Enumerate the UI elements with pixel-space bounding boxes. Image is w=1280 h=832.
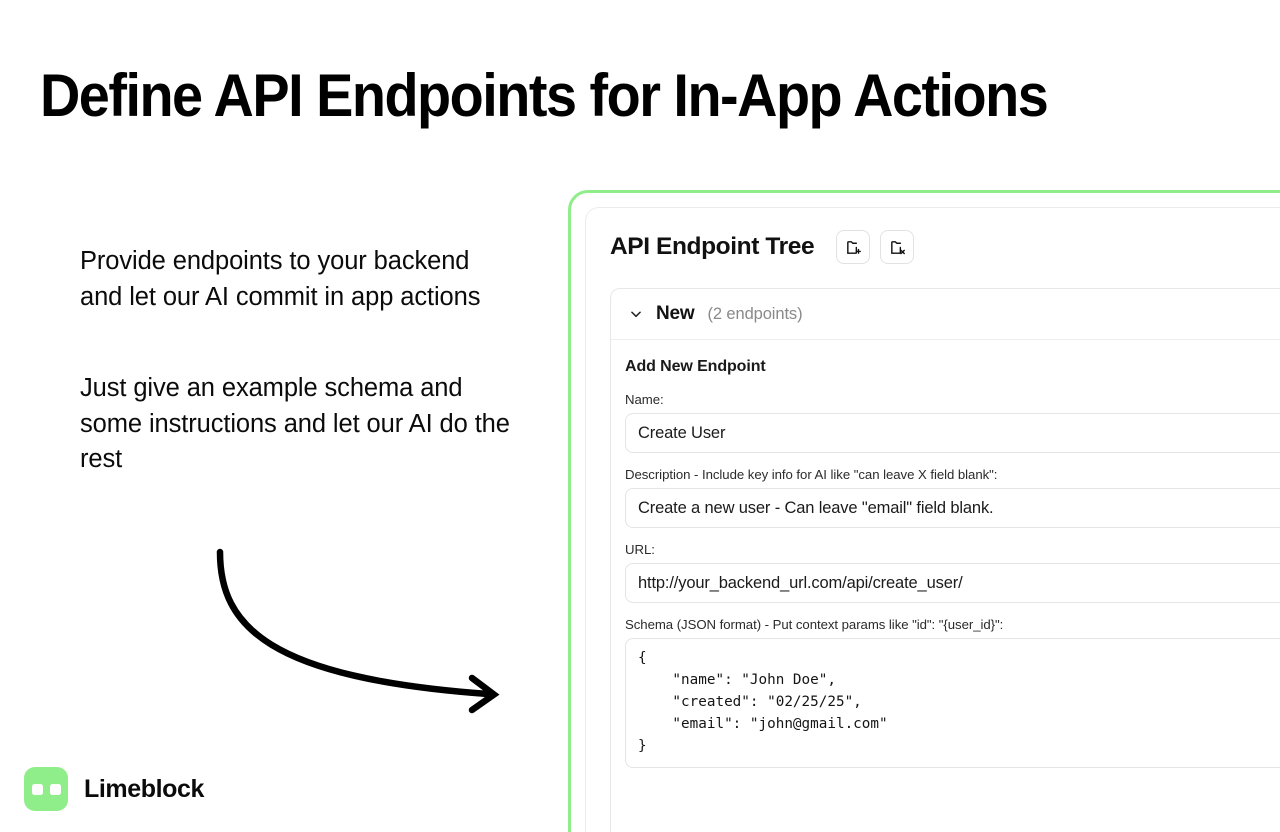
- page-title: Define API Endpoints for In-App Actions: [40, 62, 1049, 129]
- field-name: Name: Create User: [625, 392, 1280, 453]
- limeblock-mark-icon: [24, 767, 68, 811]
- description-input[interactable]: Create a new user - Can leave "email" fi…: [625, 488, 1280, 528]
- panel-title: API Endpoint Tree: [610, 233, 815, 260]
- url-input[interactable]: http://your_backend_url.com/api/create_u…: [625, 563, 1280, 603]
- folder-x-icon: [890, 240, 905, 254]
- paragraph-2: Just give an example schema and some ins…: [80, 374, 510, 473]
- name-input[interactable]: Create User: [625, 413, 1280, 453]
- brand-logo: Limeblock: [24, 767, 204, 811]
- tree-folder-header[interactable]: New (2 endpoints): [611, 289, 1280, 340]
- api-endpoint-panel: API Endpoint Tree: [568, 190, 1280, 832]
- brand-name: Limeblock: [84, 774, 205, 803]
- panel-header: API Endpoint Tree: [610, 230, 1280, 264]
- panel-header-buttons: [836, 230, 915, 264]
- field-schema: Schema (JSON format) - Put context param…: [625, 617, 1280, 768]
- field-url-label: URL:: [625, 542, 655, 557]
- tree-endpoint-count: (2 endpoints): [707, 304, 803, 323]
- field-url: URL: http://your_backend_url.com/api/cre…: [625, 542, 1280, 603]
- schema-textarea[interactable]: { "name": "John Doe", "created": "02/25/…: [625, 638, 1280, 768]
- add-endpoint-form: Add New Endpoint Name: Create User Descr…: [611, 340, 1280, 768]
- field-name-label: Name:: [625, 392, 664, 407]
- folder-plus-icon: [846, 240, 861, 254]
- endpoint-tree-section: New (2 endpoints) Add New Endpoint Name:…: [610, 288, 1280, 832]
- curved-arrow: [190, 530, 530, 730]
- field-description: Description - Include key info for AI li…: [625, 467, 1280, 528]
- chevron-down-icon[interactable]: [629, 307, 643, 321]
- add-folder-button[interactable]: [836, 230, 871, 264]
- logo-eye-right-icon: [49, 783, 61, 795]
- tree-folder-name: New: [656, 303, 695, 324]
- form-heading: Add New Endpoint: [625, 358, 766, 375]
- api-endpoint-card: API Endpoint Tree: [585, 207, 1280, 832]
- logo-eye-left-icon: [31, 783, 43, 795]
- field-description-label: Description - Include key info for AI li…: [625, 467, 998, 482]
- paragraph-1: Provide endpoints to your backend and le…: [80, 247, 481, 311]
- delete-folder-button[interactable]: [880, 230, 915, 264]
- field-schema-label: Schema (JSON format) - Put context param…: [625, 617, 1004, 632]
- left-text-column: Provide endpoints to your backend and le…: [80, 244, 510, 478]
